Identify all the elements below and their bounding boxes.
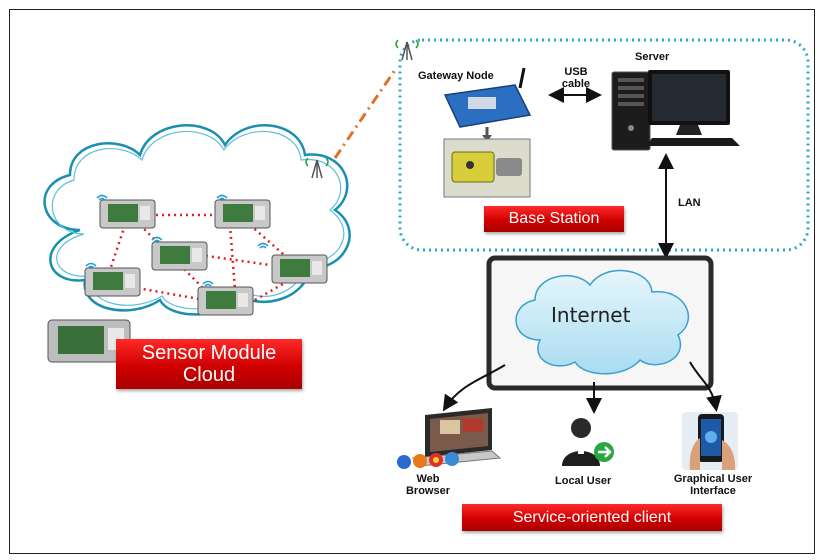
gateway-node-label: Gateway Node [418,70,494,82]
antenna-icon [395,39,419,61]
sensor-module-cloud-line1: Sensor Module [141,342,277,364]
lan-label: LAN [678,197,701,209]
usb-cable-label-line1: USB [564,66,588,78]
gui-label-line1: Graphical User [673,473,753,485]
web-browser-label: Web Browser [398,473,458,497]
arrow-to-gui [689,361,722,412]
web-browser-label-line2: Browser [405,485,451,497]
gateway-photo [443,138,531,198]
wifi-icon [85,194,269,287]
sensor-module-cloud-line2: Cloud [182,364,236,386]
user-icon [562,418,614,466]
gateway-board-icon [443,67,532,128]
server-tower-icon [611,71,651,151]
sensor-board-icon [271,254,328,284]
sensor-board-icon [197,286,254,316]
usb-cable-label: USB cable [560,66,592,90]
sensor-board-icon [151,241,208,271]
sensor-board-icon [99,199,156,229]
local-user-label: Local User [555,475,612,487]
monitor-icon [646,70,740,146]
smartphone-icon [682,412,738,470]
web-browser-label-line1: Web [416,473,440,485]
usb-cable-label-line2: cable [561,78,591,90]
internet-label: Internet [551,303,631,327]
base-station-boundary [398,38,810,252]
antenna-icon [305,157,329,179]
base-station-banner: Base Station [484,206,624,232]
internet-cloud [515,269,690,375]
service-oriented-client-banner: Service-oriented client [462,504,722,531]
arrow-to-web-browser [442,364,506,412]
sensor-cloud-shape [43,124,351,316]
gui-label-line2: Interface [690,485,736,497]
server-label: Server [635,51,670,63]
browser-logos [397,452,459,469]
sensor-board-icon [214,199,271,229]
gui-label: Graphical User Interface [665,473,761,497]
sensor-board-icon [84,267,141,297]
wireless-link [333,69,397,159]
sensor-module-cloud-banner: Sensor Module Cloud [116,339,302,389]
